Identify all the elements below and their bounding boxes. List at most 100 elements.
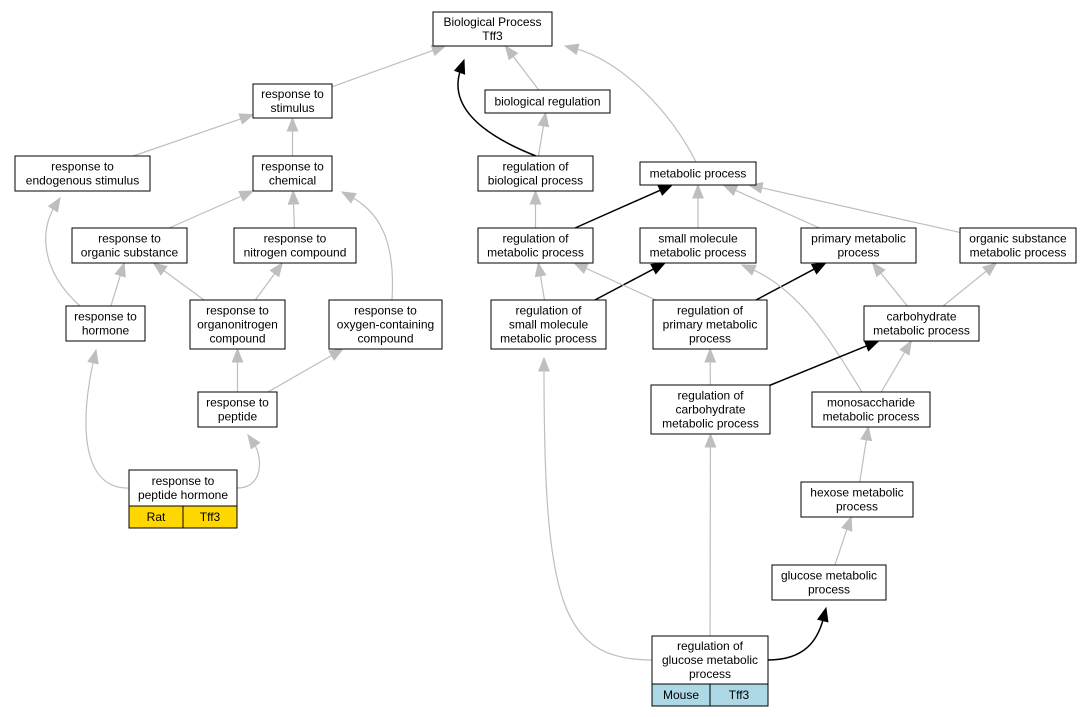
node-label-line: primary metabolic [811,232,906,246]
node-label-line: metabolic process [662,417,759,431]
node-label-line: regulation of [677,389,744,403]
edge-reg_small_molecule-to-small_molecule [594,262,667,301]
node-box [197,391,278,428]
node-label-line: chemical [269,174,316,188]
edge-resp_organonitrogen-to-resp_nitrogen [254,261,284,301]
node-label-line: Tff3 [482,29,503,43]
node-label-line: biological regulation [494,95,600,109]
edge-carbohydrate-to-organic_substance_met [942,262,998,307]
node-label-line: glucose metabolic [662,653,758,667]
edge-reg_carbohydrate-to-reg_primary [704,347,717,386]
node-label-line: peptide hormone [138,488,228,502]
node-box [863,305,980,342]
node-label-line: process [836,500,878,514]
node-label-line: response to [354,304,417,318]
node-box [128,469,238,507]
edge-reg_metabolic-to-reg_bio_process [529,189,542,228]
edge-reg_glucose-to-glucose_met [767,606,829,661]
edge-reg_glucose-to-reg_small_molecule [538,356,653,661]
node-label-line: response to [98,232,161,246]
tag-label: Mouse [663,688,699,702]
edge-organic_substance_met-to-metabolic [747,182,961,234]
node-label-line: regulation of [677,639,744,653]
node-label-line: compound [357,332,413,346]
edge-resp_hormone-to-resp_endogenous [45,196,81,307]
node-label-line: metabolic process [500,332,597,346]
node-label-line: response to [264,232,327,246]
node-label-line: process [689,332,731,346]
node-label-line: response to [51,160,114,174]
node-box [328,299,443,350]
node-label-line: regulation of [677,304,744,318]
edge-reg_primary-to-primary_metabolic [755,262,827,301]
edge-resp_organic-to-resp_chemical [168,190,255,229]
edge-resp_peptide-to-resp_organonitrogen [231,347,244,392]
node-box [233,227,357,264]
edge-reg_bio_process-to-bio_regulation [537,111,550,157]
node-label-line: primary metabolic [663,318,758,332]
node-label-line: metabolic process [970,246,1067,260]
node-box [639,161,757,186]
node-label-line: nitrogen compound [244,246,347,260]
tag-cell [182,505,238,529]
node-label-line: hexose metabolic [810,486,903,500]
node-box [811,391,931,428]
edge-glucose_met-to-hexose [834,515,853,566]
edges-layer [45,43,998,661]
node-label-line: organic substance [969,232,1067,246]
edge-bio_regulation-to-bp [504,44,540,91]
node-metabolic[interactable]: metabolic process [639,161,757,186]
edge-resp_peptide_hormone-to-resp_peptide [236,433,261,489]
node-box [800,481,914,518]
node-box [252,83,333,119]
edge-reg_glucose-to-reg_carbohydrate [704,432,717,637]
node-box [771,564,887,601]
node-label-line: stimulus [270,101,314,115]
node-label-line: regulation of [515,304,582,318]
tag-label: Tff3 [200,510,221,524]
node-box [189,299,286,350]
edge-carbohydrate-to-primary_metabolic [871,261,908,307]
node-label-line: metabolic process [650,246,747,260]
node-label-line: metabolic process [823,410,920,424]
node-label-line: process [837,246,879,260]
edge-small_molecule-to-metabolic [692,183,704,228]
node-label-line: oxygen-containing [337,318,434,332]
node-label-line: small molecule [658,232,738,246]
node-label-line: carbohydrate [675,403,745,417]
node-bio-regulation[interactable]: biological regulation [484,89,611,114]
edge-reg_carbohydrate-to-carbohydrate [769,340,880,386]
node-label-line: peptide [218,410,258,424]
node-box [71,227,188,264]
node-label-line: Biological Process [443,15,541,29]
node-label-line: organonitrogen [197,318,278,332]
node-box [652,299,768,350]
tag-label: Rat [147,510,166,524]
node-label-line: regulation of [502,160,569,174]
